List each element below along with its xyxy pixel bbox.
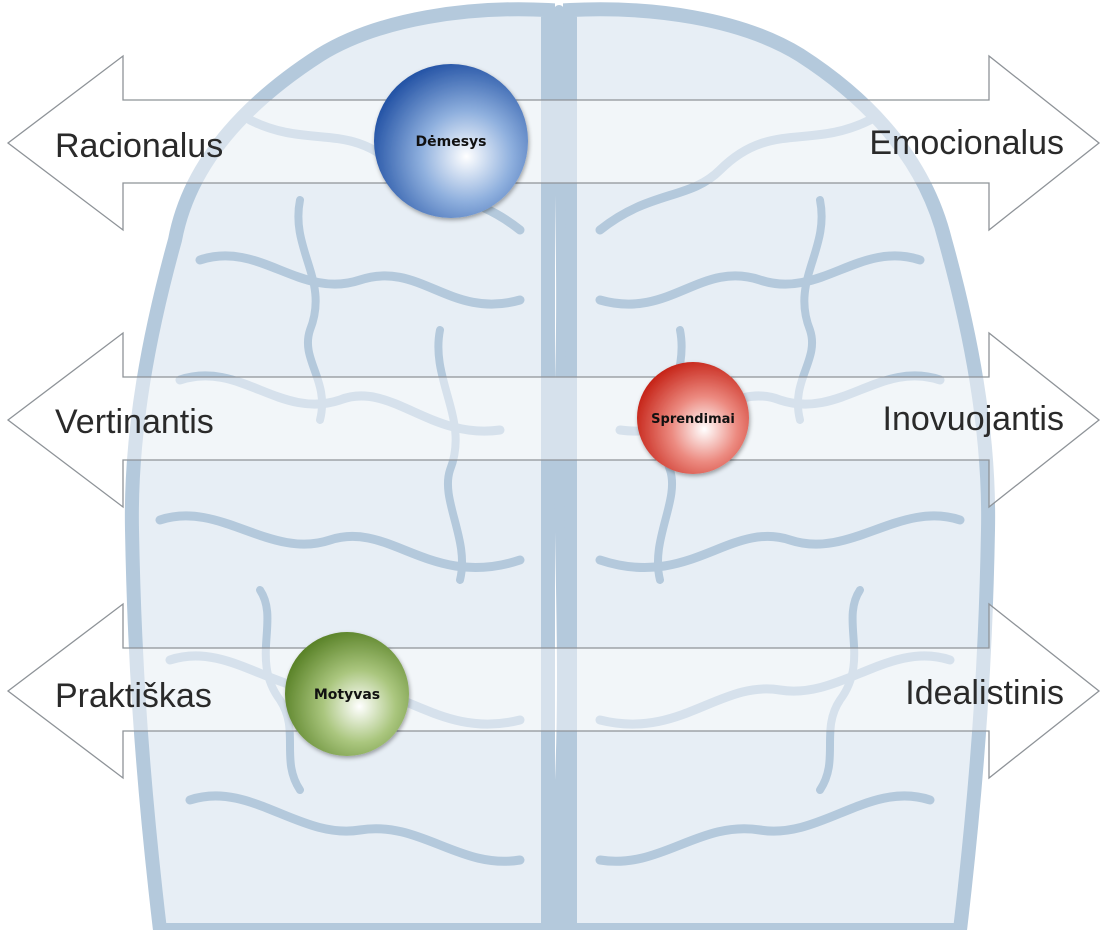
arrow-row-1: Racionalus Emocionalus <box>6 54 1101 232</box>
bubble-demesys: Dėmesys <box>374 64 528 218</box>
left-label-1: Racionalus <box>55 127 223 165</box>
brain-right-hemisphere <box>563 2 996 930</box>
right-label-1: Emocionalus <box>869 124 1064 162</box>
bubble-sprendimai-label: Sprendimai <box>651 412 735 427</box>
right-label-2: Inovuojantis <box>883 400 1064 438</box>
bubble-motyvas-label: Motyvas <box>314 687 380 703</box>
bubble-sprendimai-sphere <box>637 362 749 474</box>
brain-fissure <box>553 5 567 930</box>
double-arrow-2 <box>6 331 1101 509</box>
left-label-3: Praktiškas <box>55 677 212 715</box>
arrow-row-3: Praktiškas Idealistinis <box>6 602 1101 780</box>
double-arrow-1 <box>6 54 1101 232</box>
arrow-row-2: Vertinantis Inovuojantis <box>6 331 1101 509</box>
brain-icon <box>124 2 996 930</box>
right-label-3: Idealistinis <box>905 674 1064 712</box>
left-label-2: Vertinantis <box>55 403 214 441</box>
double-arrow-3 <box>6 602 1101 780</box>
bubble-motyvas-sphere <box>285 632 409 756</box>
bubble-sprendimai: Sprendimai <box>637 362 749 474</box>
brain-left-hemisphere <box>124 2 555 930</box>
bubble-demesys-label: Dėmesys <box>416 134 487 150</box>
brain-folds <box>155 115 965 866</box>
bubble-motyvas: Motyvas <box>285 632 409 756</box>
bubble-demesys-sphere <box>374 64 528 218</box>
